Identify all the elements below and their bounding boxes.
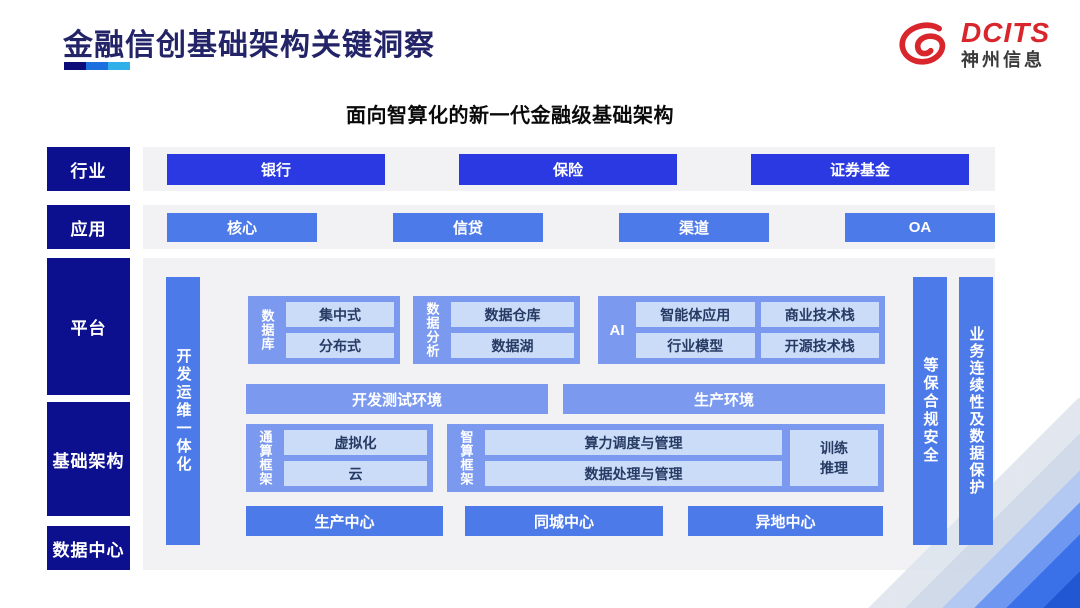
- underline-segment-dark: [64, 62, 86, 70]
- diagram-title: 面向智算化的新一代金融级基础架构: [346, 105, 674, 127]
- chip-compute-scheduling: 算力调度与管理: [485, 430, 782, 455]
- sidebar-item-application: 应用: [47, 205, 130, 249]
- page-title: 金融信创基础架构关键洞察: [63, 29, 435, 62]
- platform-panel: 开发运维一体化 等保合规安全 业务连续性及数据保护 数据库 集中式 分布式 数据…: [143, 258, 995, 570]
- title-underline: [64, 62, 130, 70]
- analytics-section-body: 数据仓库 数据湖: [451, 302, 574, 358]
- chip-virtualization: 虚拟化: [284, 430, 427, 455]
- logo-text: DCITS 神州信息: [961, 17, 1050, 70]
- app-oa: OA: [845, 212, 995, 242]
- smart-compute-section: 智算框架 算力调度与管理 数据处理与管理 训练推理: [447, 424, 884, 492]
- ai-section-body: 智能体应用 商业技术栈 行业模型 开源技术栈: [636, 302, 879, 358]
- sidebar-item-industry: 行业: [47, 147, 130, 191]
- ai-section-label: AI: [609, 321, 625, 339]
- chip-distributed: 分布式: [286, 333, 394, 358]
- database-section-body: 集中式 分布式: [286, 302, 394, 358]
- database-section-label: 数据库: [259, 309, 275, 351]
- sidebar-item-infrastructure: 基础架构: [47, 402, 130, 516]
- chip-data-lake: 数据湖: [451, 333, 574, 358]
- logo-brand: DCITS: [961, 17, 1050, 48]
- dcits-swirl-icon: [899, 22, 946, 65]
- continuity-vertical-bar-label: 业务连续性及数据保护: [967, 326, 985, 496]
- analytics-section: 数据分析 数据仓库 数据湖: [413, 296, 580, 364]
- general-compute-section: 通算框架 虚拟化 云: [246, 424, 433, 492]
- app-core: 核心: [167, 212, 317, 242]
- underline-segment-light: [108, 62, 130, 70]
- database-section: 数据库 集中式 分布式: [248, 296, 400, 364]
- chip-opensource-stack: 开源技术栈: [760, 333, 879, 358]
- general-compute-body: 虚拟化 云: [284, 430, 427, 486]
- chip-centralized: 集中式: [286, 302, 394, 327]
- continuity-vertical-bar: 业务连续性及数据保护: [959, 277, 993, 545]
- chip-training-inference: 训练推理: [790, 430, 878, 486]
- industry-row: 银行 保险 证券基金: [143, 147, 995, 191]
- dev-test-env-bar: 开发测试环境: [246, 384, 548, 414]
- industry-bank: 银行: [167, 153, 385, 185]
- devops-vertical-bar-label: 开发运维一体化: [174, 348, 192, 474]
- smart-compute-label: 智算框架: [458, 430, 474, 486]
- sidebar-item-datacenter: 数据中心: [47, 526, 130, 570]
- app-credit: 信贷: [393, 212, 543, 242]
- security-vertical-bar-label: 等保合规安全: [921, 357, 939, 465]
- general-compute-label: 通算框架: [257, 430, 273, 486]
- remote-center: 异地中心: [688, 506, 883, 536]
- production-center: 生产中心: [246, 506, 443, 536]
- underline-segment-mid: [86, 62, 108, 70]
- analytics-section-label: 数据分析: [424, 302, 440, 358]
- production-env-bar: 生产环境: [563, 384, 885, 414]
- sidebar-item-platform: 平台: [47, 258, 130, 395]
- app-channel: 渠道: [619, 212, 769, 242]
- chip-training-inference-label: 训练推理: [819, 439, 848, 476]
- devops-vertical-bar: 开发运维一体化: [166, 277, 200, 545]
- application-row: 核心 信贷 渠道 OA: [143, 205, 995, 249]
- ai-section: AI 智能体应用 商业技术栈 行业模型 开源技术栈: [598, 296, 885, 364]
- same-city-center: 同城中心: [465, 506, 663, 536]
- logo-company: 神州信息: [961, 50, 1045, 70]
- industry-insurance: 保险: [459, 153, 677, 185]
- chip-data-warehouse: 数据仓库: [451, 302, 574, 327]
- chip-data-processing: 数据处理与管理: [485, 461, 782, 486]
- smart-compute-body: 算力调度与管理 数据处理与管理: [485, 430, 782, 486]
- chip-cloud: 云: [284, 461, 427, 486]
- chip-commercial-stack: 商业技术栈: [760, 302, 879, 327]
- chip-agent-app: 智能体应用: [636, 302, 755, 327]
- chip-industry-model: 行业模型: [636, 333, 755, 358]
- company-logo: DCITS 神州信息: [894, 16, 1050, 72]
- industry-securities: 证券基金: [751, 153, 969, 185]
- security-vertical-bar: 等保合规安全: [913, 277, 947, 545]
